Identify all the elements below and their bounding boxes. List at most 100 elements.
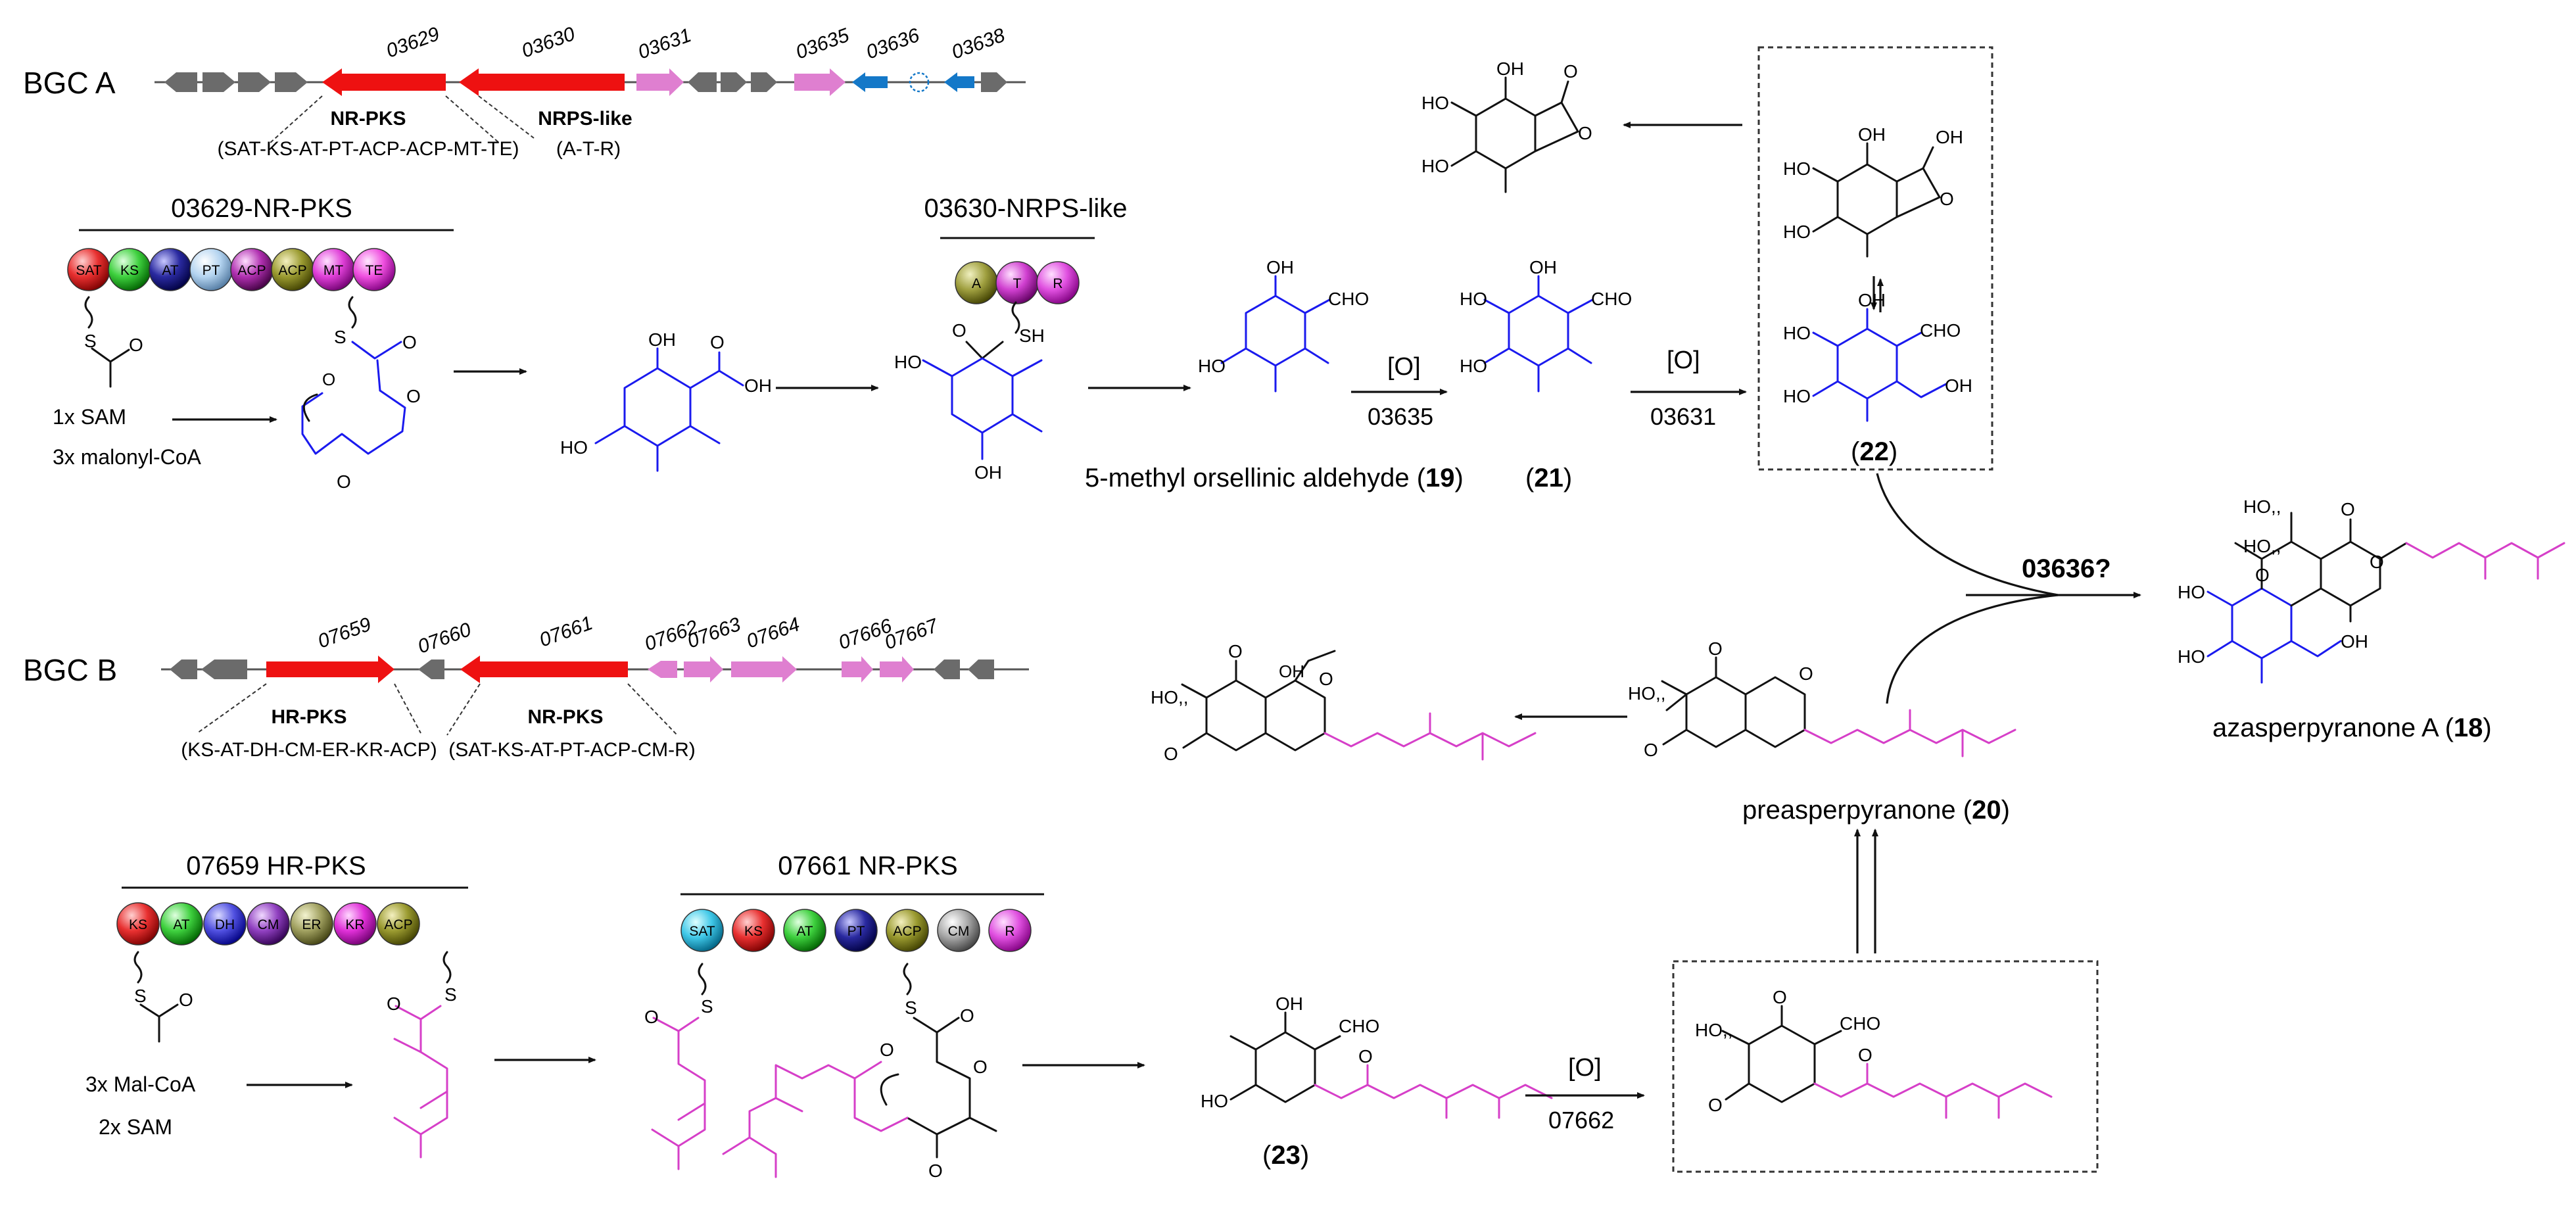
domain-acp xyxy=(377,902,420,946)
domain-label-at: AT xyxy=(796,924,813,939)
phthalide-structure: OH O O HO HO xyxy=(1421,59,1592,193)
svg-text:O: O xyxy=(1799,663,1813,684)
oxidant-03635: [O] xyxy=(1387,353,1421,381)
svg-text:HO,,: HO,, xyxy=(2243,496,2281,517)
svg-text:O: O xyxy=(2255,565,2270,585)
svg-text:S: S xyxy=(905,997,917,1018)
domain-ks xyxy=(116,902,160,946)
gene-07664 xyxy=(731,656,797,683)
svg-text:OH: OH xyxy=(974,462,1002,483)
domain-at xyxy=(160,902,203,946)
svg-text:O: O xyxy=(1563,61,1578,82)
svg-text:O: O xyxy=(1578,123,1592,143)
svg-text:O: O xyxy=(406,386,421,406)
domain-er xyxy=(290,902,333,946)
bgc-a-nrpks-domains: (SAT-KS-AT-PT-ACP-ACP-MT-TE) xyxy=(218,138,519,160)
svg-text:SH: SH xyxy=(1019,325,1045,346)
svg-text:HO: HO xyxy=(1783,386,1811,406)
bgc-a-nrpks-name: NR-PKS xyxy=(330,108,406,130)
bgc-b-gene-arrows xyxy=(170,656,994,683)
svg-text:HO: HO xyxy=(1421,156,1449,176)
domain-sat xyxy=(680,909,724,952)
domain-label-acp: ACP xyxy=(237,263,266,278)
gene-label-03629: 03629 xyxy=(383,23,442,62)
domain-cm xyxy=(937,909,980,952)
compound-22-label: (22) xyxy=(1851,437,1897,466)
domain-ks xyxy=(732,909,775,952)
compound-22-hemiacetal: OH OH O HO HO xyxy=(1783,124,1963,258)
bgc-a-label: BGC A xyxy=(23,66,116,100)
svg-text:HO: HO xyxy=(1421,93,1449,113)
domain-label-a: A xyxy=(972,276,981,291)
svg-text:OH: OH xyxy=(2341,631,2368,652)
svg-text:HO,,: HO,, xyxy=(1151,687,1189,707)
svg-text:OH: OH xyxy=(1858,124,1886,145)
gene-03629 xyxy=(322,68,446,96)
gene-label-03631: 03631 xyxy=(635,24,694,64)
svg-text:O: O xyxy=(337,471,351,492)
bgc-b-nrpks-domains: (SAT-KS-AT-PT-ACP-CM-R) xyxy=(448,739,696,761)
compound-23-structure: OH CHO HO O xyxy=(1201,994,1553,1119)
bgc-a-nrps-name: NRPS-like xyxy=(538,108,632,130)
gene-07659 xyxy=(266,656,394,683)
gene-03636 xyxy=(852,72,888,92)
gene-label-03638: 03638 xyxy=(949,24,1008,64)
enzyme-07661-title: 07661 NR-PKS xyxy=(778,851,957,880)
svg-text:HO: HO xyxy=(1198,356,1226,376)
bgc-b-nrpks-name: NR-PKS xyxy=(527,706,603,728)
domain-kr xyxy=(333,902,377,946)
domain-label-acp: ACP xyxy=(893,924,921,939)
compound-22-structure: OH CHO OH HO HO xyxy=(1783,290,1972,422)
domain-label-te: TE xyxy=(366,263,383,278)
enzyme-03636-question: 03636? xyxy=(2022,554,2111,583)
svg-text:HO: HO xyxy=(1783,222,1811,242)
svg-text:O: O xyxy=(1708,638,1723,659)
gene-03635-arrow-label: 03635 xyxy=(1368,403,1433,430)
svg-text:OH: OH xyxy=(1936,127,1963,147)
gene-label-07661: 07661 xyxy=(537,612,596,652)
svg-text:O: O xyxy=(1773,987,1787,1007)
gene-03638 xyxy=(944,72,974,92)
domain-label-r: R xyxy=(1005,924,1014,939)
gene-label-07667: 07667 xyxy=(882,615,942,654)
bgc-b-hrpks-domains: (KS-AT-DH-CM-ER-KR-ACP) xyxy=(181,739,437,761)
svg-text:HO: HO xyxy=(2178,582,2205,602)
compound-21-label: (21) xyxy=(1525,464,1572,492)
svg-text:OH: OH xyxy=(1496,59,1524,79)
svg-text:HO: HO xyxy=(1460,356,1487,376)
bgc-a-nrps-domains: (A-T-R) xyxy=(556,138,621,160)
svg-text:HO: HO xyxy=(1201,1091,1228,1111)
compound-20-structure: O HO,, O O xyxy=(1628,638,2016,760)
oxidant-03631: [O] xyxy=(1667,347,1700,374)
domain-dh xyxy=(203,902,247,946)
domain-label-at: AT xyxy=(173,917,189,932)
domain-cm xyxy=(247,902,290,946)
svg-text:S: S xyxy=(444,984,457,1005)
domain-label-cm: CM xyxy=(258,917,279,932)
substrate-malcoa: 3x Mal-CoA xyxy=(85,1072,196,1096)
svg-text:OH: OH xyxy=(1529,257,1557,277)
svg-text:HO: HO xyxy=(1783,158,1811,179)
domain-label-dh: DH xyxy=(215,917,235,932)
svg-text:HO: HO xyxy=(2178,646,2205,667)
substrate-sam: 1x SAM xyxy=(53,405,126,429)
svg-text:O: O xyxy=(1858,1045,1872,1065)
svg-text:OH: OH xyxy=(1858,290,1886,310)
gene-label-07660: 07660 xyxy=(415,619,474,658)
svg-text:O: O xyxy=(2341,499,2355,519)
enzyme-03630-title: 03630-NRPS-like xyxy=(924,194,1127,223)
enzyme-03629-title: 03629-NR-PKS xyxy=(171,194,352,223)
svg-text:O: O xyxy=(928,1161,943,1181)
enzyme-07659-title: 07659 HR-PKS xyxy=(186,851,366,880)
domain-label-ks: KS xyxy=(120,263,139,278)
domain-at xyxy=(783,909,826,952)
domain-label-sat: SAT xyxy=(689,924,715,939)
svg-text:O: O xyxy=(952,320,966,341)
svg-text:O: O xyxy=(1228,641,1243,661)
domain-label-mt: MT xyxy=(323,263,343,278)
gene-label-03635: 03635 xyxy=(793,24,852,64)
domain-label-pt: PT xyxy=(847,924,865,939)
